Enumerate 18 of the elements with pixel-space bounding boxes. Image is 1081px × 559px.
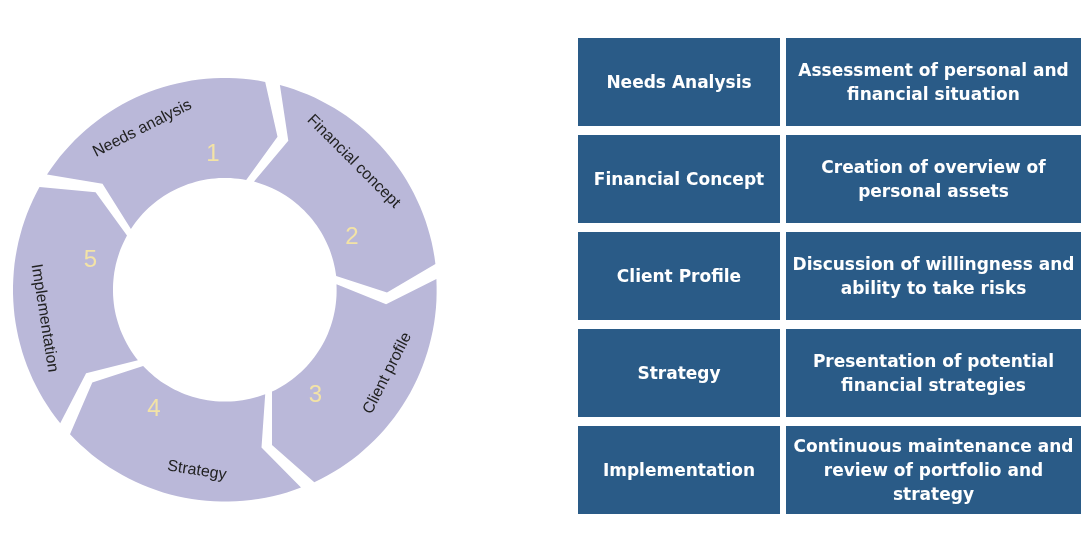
table-cell: Needs Analysis xyxy=(578,38,780,126)
table-cell: Implementation xyxy=(578,426,780,514)
table-cell: Presentation of potential financial strategies xyxy=(786,329,1081,417)
step-number: 4 xyxy=(147,395,161,422)
step-label: Implementation xyxy=(27,263,63,374)
step-label: Client profile xyxy=(358,328,416,417)
step-number: 2 xyxy=(345,223,359,250)
table-cell: Creation of overview of personal assets xyxy=(786,135,1081,223)
table-cell: Client Profile xyxy=(578,232,780,320)
table-cell: Assessment of personal and financial situation xyxy=(786,38,1081,126)
table-cell: Discussion of willingness and ability to take risks xyxy=(786,232,1081,320)
table-cell: Financial Concept xyxy=(578,135,780,223)
table-cell: Strategy xyxy=(578,329,780,417)
step-label: Strategy xyxy=(165,456,228,484)
step-number: 1 xyxy=(206,139,220,166)
table-cell: Continuous maintenance and review of portfolio and strategy xyxy=(786,426,1081,514)
step-number: 5 xyxy=(83,245,98,272)
step-number: 3 xyxy=(308,381,323,408)
